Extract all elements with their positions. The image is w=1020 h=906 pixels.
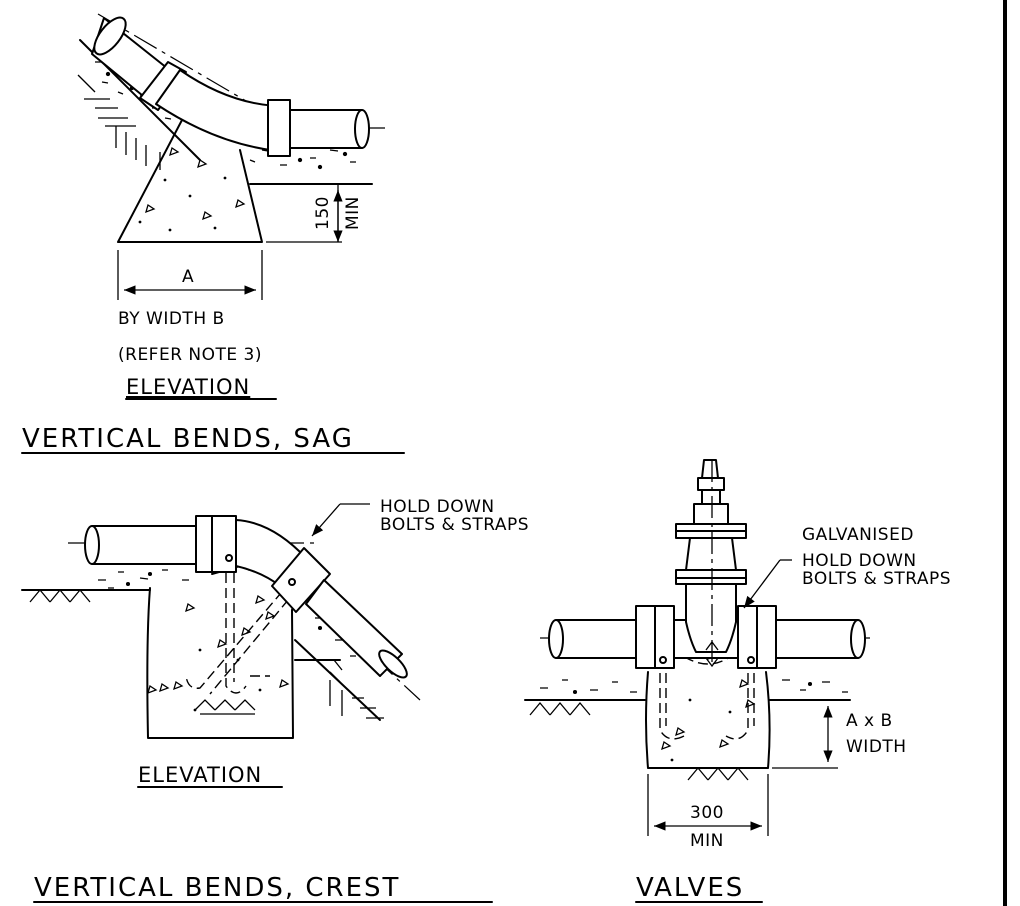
valves-axb-label: A x B: [846, 711, 893, 731]
crest-title: VERTICAL BENDS, CREST: [34, 873, 400, 903]
valves-dim-min-label: MIN: [690, 831, 724, 851]
sag-title: VERTICAL BENDS, SAG: [22, 424, 354, 454]
sag-dim-min-label: MIN: [343, 196, 363, 230]
sag-refer-note: (REFER NOTE 3): [118, 345, 262, 365]
crest-detail: HOLD DOWN BOLTS & STRAPS ELEVATION VERTI…: [21, 497, 529, 903]
valves-galv-label-2: HOLD DOWN: [802, 551, 917, 571]
crest-hold-down-label-1: HOLD DOWN: [380, 497, 495, 517]
valves-detail: GALVANISED HOLD DOWN BOLTS & STRAPS A x …: [524, 459, 951, 903]
sag-dim-150-label: 150: [313, 196, 333, 230]
valves-soil-speckle: [540, 679, 848, 695]
valves-galv-label-3: BOLTS & STRAPS: [802, 569, 951, 589]
crest-pipe: [68, 515, 421, 701]
valves-dim-depth: [772, 699, 838, 769]
sag-by-width: BY WIDTH B: [118, 309, 225, 329]
valves-galv-label-1: GALVANISED: [802, 525, 914, 545]
crest-elevation-label: ELEVATION: [138, 763, 262, 787]
valve-body: [675, 459, 747, 668]
valves-title: VALVES: [636, 873, 744, 903]
valves-leader: [743, 559, 792, 609]
crest-thrust-block: [146, 565, 297, 739]
sag-thrust-block: [117, 119, 263, 243]
sag-dim-a: [117, 250, 263, 300]
sag-pipe: [91, 13, 385, 157]
sag-elevation-label: ELEVATION: [126, 375, 250, 399]
crest-leader: [311, 503, 370, 537]
sag-dim-150: [250, 183, 343, 243]
crest-hold-down-label-2: BOLTS & STRAPS: [380, 515, 529, 535]
sag-dim-a-label: A: [182, 267, 194, 287]
sag-detail: 150 MIN A BY WIDTH B (REFER NOTE 3) ELEV…: [21, 13, 405, 454]
valves-width-label: WIDTH: [846, 737, 907, 757]
crest-hold-down-bolts: [185, 558, 299, 695]
valves-thrust-block: [645, 650, 771, 769]
valves-dim-300-label: 300: [690, 803, 724, 823]
crest-ground: [21, 588, 384, 721]
valves-dim-300: [647, 774, 769, 836]
